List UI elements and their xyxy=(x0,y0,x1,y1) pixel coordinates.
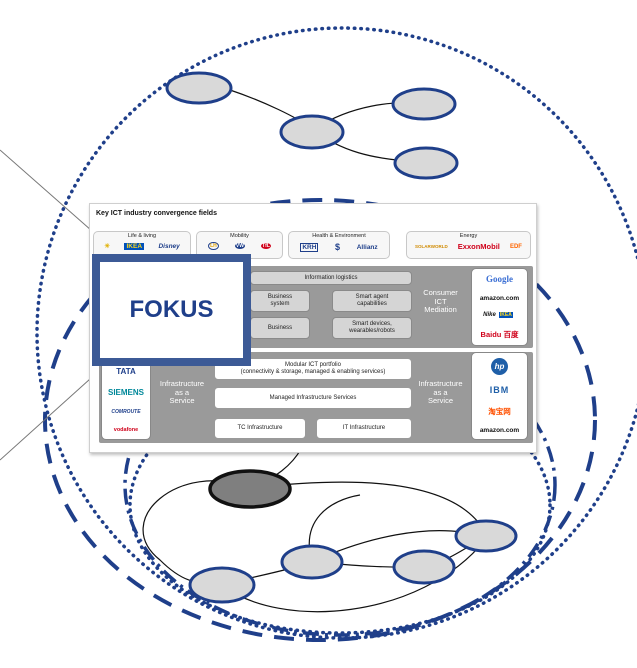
node xyxy=(280,544,344,580)
node xyxy=(454,519,518,553)
logo-amazon: amazon.com xyxy=(479,294,520,302)
logo-ikea: IKEA xyxy=(498,312,513,319)
modular-ict-portfolio-box: Modular ICT portfolio (connectivity & st… xyxy=(214,358,412,380)
edge xyxy=(221,539,486,613)
field-label: Energy xyxy=(459,233,478,239)
sun-logo-icon: ☀ xyxy=(104,243,111,250)
iaas-left-label: Infrastructure as a Service xyxy=(159,379,205,406)
logo-taobao: 淘宝网 xyxy=(488,406,511,416)
logo-dollar: $ xyxy=(335,242,341,252)
logo-allianz: Allianz xyxy=(356,243,378,251)
managed-infrastructure-box: Managed Infrastructure Services xyxy=(214,387,412,409)
logo-krh: KRH xyxy=(300,242,319,252)
field-energy: Energy SOLARWORLD ExxonMobil EDF xyxy=(406,231,531,259)
logo-vw: VW xyxy=(234,243,245,249)
logo-google: Google xyxy=(486,274,513,285)
node xyxy=(393,146,459,180)
consumer-logos: Google amazon.com Nike IKEA Baidu 百度 xyxy=(471,268,528,346)
field-health-environment: Health & Environment KRH $ Allianz xyxy=(288,231,390,259)
fokus-label: FOKUS xyxy=(100,262,243,358)
logo-comroute: COMROUTE xyxy=(111,409,141,415)
outer-dotted-circle xyxy=(35,26,637,640)
logo-amazon: amazon.com xyxy=(479,426,520,434)
information-logistics-box: Information logistics xyxy=(250,271,412,285)
logo-lufthansa: LH xyxy=(208,242,219,250)
fokus-highlight: FOKUS xyxy=(92,254,251,366)
logo-baidu: Baidu 百度 xyxy=(480,329,519,339)
infrastructure-logos-right: hp IBM 淘宝网 amazon.com xyxy=(471,352,528,440)
logo-tata: TATA xyxy=(116,367,136,376)
node xyxy=(392,549,456,585)
logo-solarworld: SOLARWORLD xyxy=(415,244,448,249)
business-box: Business xyxy=(250,317,310,339)
it-infrastructure-box: IT Infrastructure xyxy=(316,418,412,439)
logo-tfl: TfL xyxy=(261,243,271,249)
field-label: Health & Environment xyxy=(312,233,366,239)
logo-vodafone: vodafone xyxy=(113,427,139,433)
logo-row: Nike IKEA xyxy=(483,312,516,319)
node xyxy=(391,87,457,121)
smart-agent-box: Smart agent capabilities xyxy=(332,290,412,312)
business-system-box: Business system xyxy=(250,290,310,312)
logo-disney: Disney xyxy=(158,242,180,250)
logo-ikea: IKEA xyxy=(124,242,145,250)
center-node xyxy=(208,469,292,509)
node xyxy=(279,114,345,150)
logo-nike: Nike xyxy=(483,312,496,319)
node xyxy=(188,566,256,604)
node xyxy=(165,71,233,105)
panel-title: Key ICT industry convergence fields xyxy=(96,210,217,217)
consumer-ict-mediation-label: Consumer ICT Mediation xyxy=(423,288,458,315)
zoom-line-top xyxy=(0,149,101,239)
dash-dot-ellipse xyxy=(123,333,557,637)
zoom-line-bottom xyxy=(0,369,101,461)
logo-edf: EDF xyxy=(509,243,522,250)
logo-siemens: SIEMENS xyxy=(107,388,144,397)
smart-devices-box: Smart devices, wearables/robots xyxy=(332,317,412,339)
infrastructure-logos-left: TATA SIEMENS COMROUTE vodafone xyxy=(101,360,151,440)
iaas-right-label: Infrastructure as a Service xyxy=(418,379,463,406)
logo-hp: hp xyxy=(491,358,508,376)
field-label: Mobility xyxy=(230,233,249,239)
tc-infrastructure-box: TC Infrastructure xyxy=(214,418,306,439)
logo-ibm: IBM xyxy=(489,385,510,396)
logo-exxonmobil: ExxonMobil xyxy=(457,242,500,251)
field-label: Life & living xyxy=(127,233,157,239)
